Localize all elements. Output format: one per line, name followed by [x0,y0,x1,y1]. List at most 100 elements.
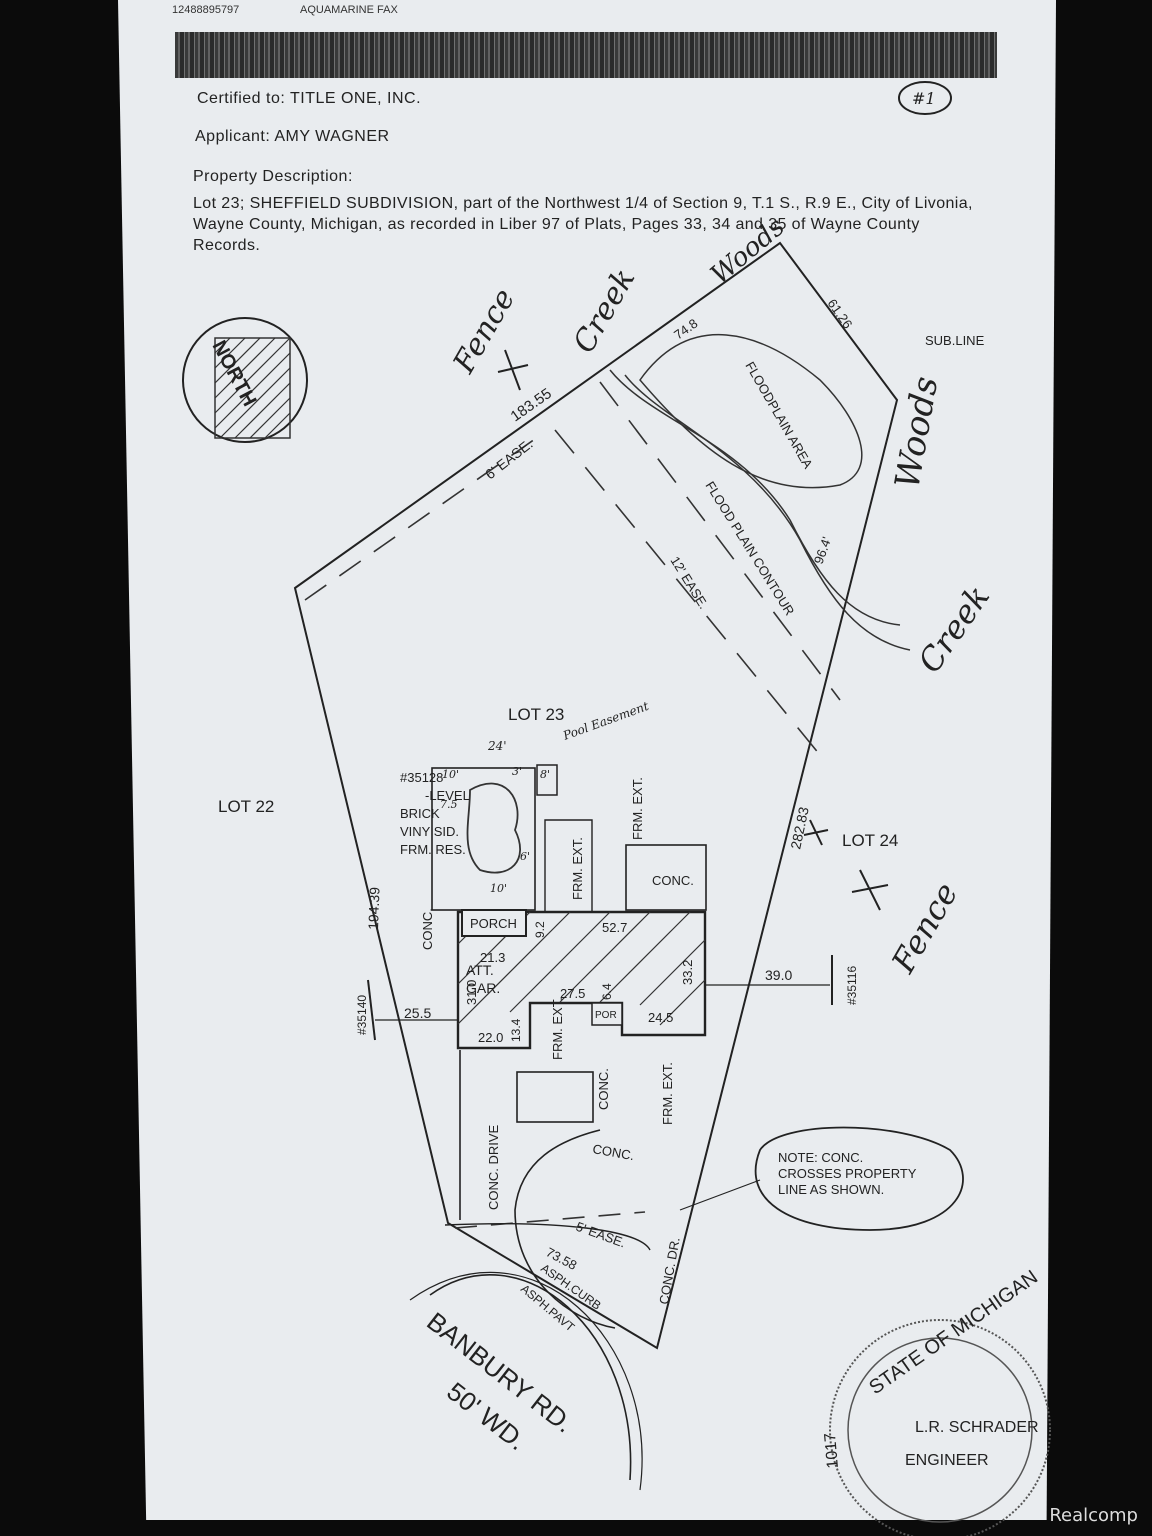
hand-woods-top: Woods [705,212,790,290]
frm-ext-label-2: FRM. EXT. [630,777,645,840]
dim-13-4: 13.4 [509,1018,523,1042]
fax-number: 12488895797 [172,4,240,16]
dim-top-mid: 74.8 [671,316,700,343]
road-arc-outer [409,1271,643,1491]
curb-line [444,1223,651,1251]
porch-label: PORCH [470,916,517,931]
conc-pad-front [516,1071,594,1123]
por-box [591,1002,623,1026]
att-label: ATT. [466,962,494,978]
page-mark: #1 [898,81,952,115]
dim-gar-top: 21.3 [480,950,505,965]
frm-ext-label-4: FRM. EXT. [660,1062,675,1125]
flood-contour-line [624,374,911,651]
hand-creek-top: Creek [567,263,643,359]
easement-12ft-line-b [599,381,841,701]
watermark: Realcomp [1049,1505,1138,1526]
frm-ext-label-3: FRM. EXT. [550,997,565,1060]
hand-creek-right: Creek [910,578,997,679]
road-arc-inner [429,1274,632,1481]
svg-text:#1: #1 [912,89,936,108]
note-balloon [754,1126,964,1231]
garage-building [456,910,707,1050]
hand-pool-7-5: 7.5 [440,798,458,811]
frm-ext-label-1: FRM. EXT. [570,837,585,900]
fax-banner-bar [175,32,997,78]
note-line-1: NOTE: CONC. [778,1150,863,1165]
floodplain-area-label: FLOODPLAIN AREA [742,359,815,471]
hand-pool-easement: Pool Easement [560,699,650,743]
hand-pool-10b: 10' [490,882,507,895]
conc-label-2: CONC. [420,908,435,950]
easement-6ft-line [304,431,546,601]
dim-6-4: 6.4 [600,983,614,1000]
lot-23-label: LOT 23 [508,705,564,724]
easement-6ft-label: 6' EASE. [482,436,536,483]
fax-sender: AQUAMARINE FAX [300,4,398,16]
frm-ext-top [544,819,593,912]
lot-boundary [293,241,899,1350]
note-leader [679,1179,761,1211]
property-description: Lot 23; SHEFFIELD SUBDIVISION, part of t… [193,195,973,254]
residence-line-3: VINY SID. [400,824,459,839]
residence-outline [431,767,536,911]
por-label: POR [595,1010,617,1021]
dim-bldg-right: 33.2 [680,960,695,985]
engineer-seal: STATE OF MICHIGAN L.R. SCHRADER ENGINEER… [822,1266,1051,1536]
survey-paper [118,0,1056,1520]
seal-name: L.R. SCHRADER [915,1419,1039,1436]
hand-woods-right: Woods [887,374,946,492]
note-line-2: CROSSES PROPERTY [778,1166,917,1181]
dim-24-5: 24.5 [648,1010,673,1025]
easement-5ft-line [454,1211,646,1229]
easement-12ft-label: 12' EASE. [667,554,711,612]
pool-shape [466,782,521,874]
property-heading: Property Description: [193,168,353,185]
conc-drive-label: CONC. DRIVE [486,1124,501,1210]
easement-12ft-line-a [554,429,821,756]
easement-5ft-label: 5' EASE. [574,1219,628,1251]
dim-east-line: 282.83 [787,805,812,850]
sub-line-label: SUB.LINE [925,333,985,348]
drive-island-arc [514,1129,616,1329]
dim-9-2: 9.2 [533,921,547,938]
hand-fence-right: Fence [884,876,966,980]
hand-pool-3: 3' [512,765,522,778]
north-arrow-icon: NORTH [182,317,308,443]
floodplain-area-outline [639,334,863,489]
dim-right-setback: 39.0 [765,967,792,983]
house-number-35116: #35116 [845,966,859,1005]
dim-east-creek: 96.4' [811,535,835,566]
residence-line-1: -LEVEL [425,788,470,803]
flood-contour-label: FLOOD PLAIN CONTOUR [702,479,797,618]
residence-line-2: BRICK [400,806,440,821]
seal-number: 1017 [822,1432,842,1469]
gar-label: GAR. [466,980,500,996]
hand-pool-8: 8' [540,768,550,781]
left-setback-tick [367,979,376,1041]
dim-bldg-top: 52.7 [602,920,627,935]
note-line-3: LINE AS SHOWN. [778,1182,884,1197]
pool-equipment-box [536,764,558,796]
conc-label-4: CONC. [591,1141,635,1163]
dim-left-setback: 25.5 [404,1005,431,1021]
residence-number: #35128 [400,770,443,785]
creek-line [609,369,901,626]
conc-dr-label: CONC. DR. [656,1236,683,1305]
conc-pad-box [625,844,707,911]
dim-gar-bottom: 22.0 [478,1030,503,1045]
seal-title: ENGINEER [905,1452,989,1469]
residence-line-4: FRM. RES. [400,842,466,857]
dim-west-line: 194.39 [365,887,382,931]
hand-x-marks [497,349,889,911]
house-number-35140: #35140 [355,995,369,1035]
certified-to: Certified to: TITLE ONE, INC. [197,90,422,107]
dim-ne-line: 61.26 [825,296,856,331]
seal-arc-text: STATE OF MICHIGAN [865,1266,1042,1399]
lot-22-label: LOT 22 [218,797,274,816]
hand-pool-24: 24' [487,739,507,753]
dim-27-5: 27.5 [560,986,585,1001]
hand-pool-10a: 10' [442,768,459,781]
conc-label-3: CONC. [596,1068,611,1110]
